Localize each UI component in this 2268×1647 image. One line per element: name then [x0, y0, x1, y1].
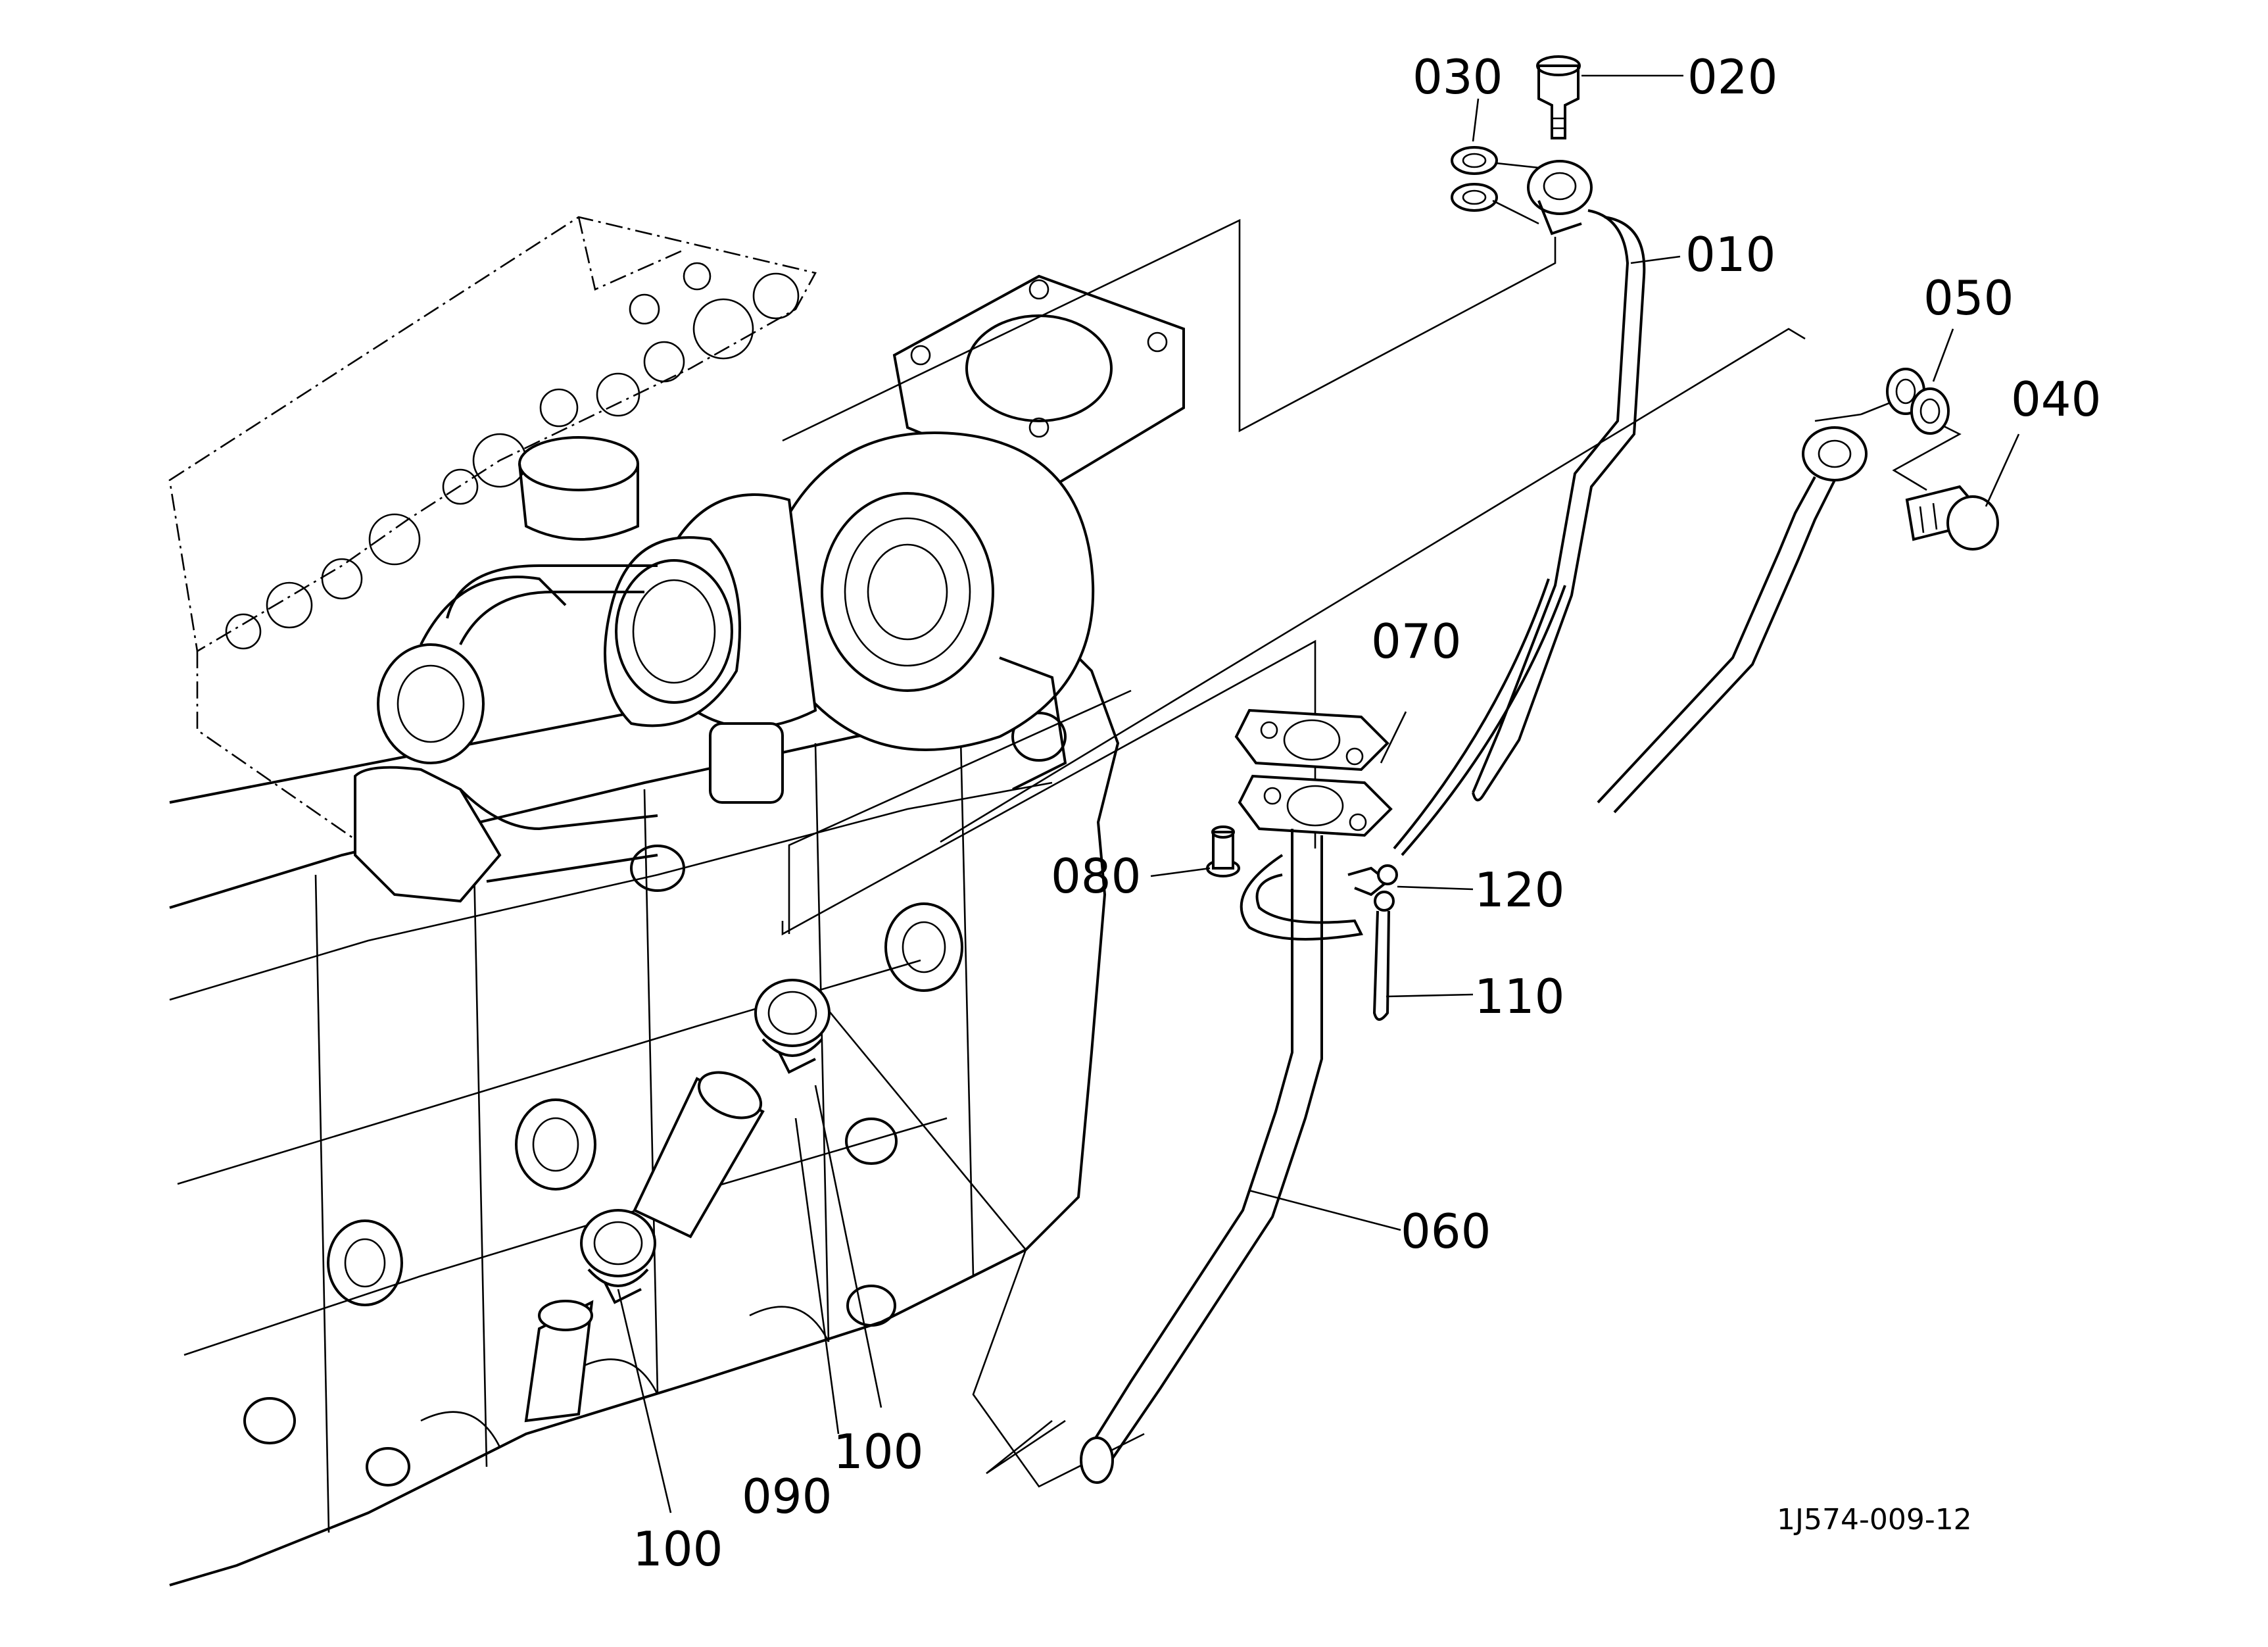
- callout-050: 050: [1923, 270, 2014, 326]
- gasket-washers-030: [1451, 146, 1539, 225]
- bolt-080: [1206, 825, 1240, 877]
- turbocharger-drawing: [354, 274, 1185, 903]
- banjo-bolt-020: [1536, 55, 1581, 139]
- callout-080: 080: [1051, 848, 1141, 904]
- drawing-reference-code: 1J574-009-12: [1777, 1503, 1972, 1536]
- callout-labels: 030 020 010 050 040 070 080 120 110 060 …: [633, 49, 2101, 1577]
- callout-020: 020: [1687, 49, 1777, 105]
- split-pin-110: [1372, 910, 1390, 1021]
- callout-120: 120: [1474, 862, 1564, 918]
- flange-gasket-070: [1234, 708, 1393, 837]
- hose-090: [524, 1071, 765, 1423]
- callout-040: 040: [2011, 372, 2101, 427]
- clip-120: [1347, 864, 1398, 912]
- oil-pipe-lower: [1393, 426, 1868, 856]
- callout-030: 030: [1412, 49, 1503, 105]
- callout-100-left: 100: [633, 1521, 723, 1577]
- callout-110: 110: [1474, 969, 1564, 1024]
- callout-070: 070: [1371, 614, 1461, 669]
- banjo-bolt-040: [1905, 485, 1999, 551]
- callout-100-right: 100: [833, 1424, 923, 1479]
- callout-060: 060: [1401, 1204, 1491, 1259]
- callout-090: 090: [742, 1469, 832, 1524]
- callout-leaders: [617, 74, 2020, 1513]
- hose-clamp-100-upper: [754, 979, 831, 1074]
- drain-pipe-060: [1080, 829, 1364, 1484]
- callout-010: 010: [1685, 227, 1775, 282]
- hose-clamp-100-lower: [580, 1209, 656, 1304]
- gasket-washers-050: [1886, 368, 1950, 435]
- oil-pipe-010: [1472, 160, 1646, 802]
